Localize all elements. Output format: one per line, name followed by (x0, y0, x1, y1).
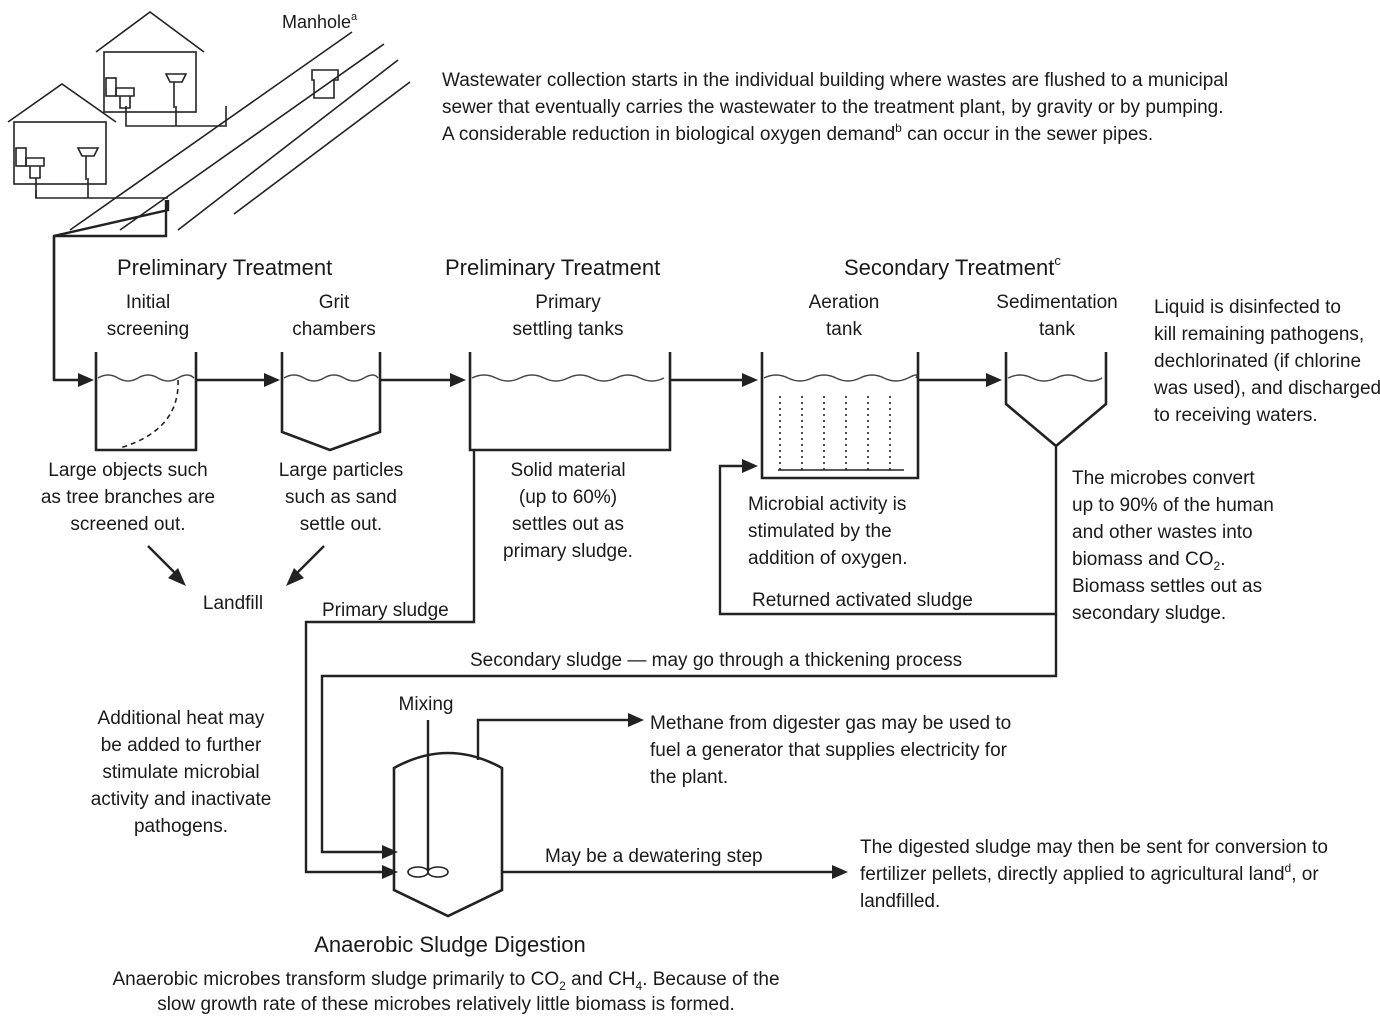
grit-chamber (280, 352, 382, 452)
svg-text:chambers: chambers (292, 319, 375, 340)
primary-sludge-line (304, 450, 476, 874)
svg-text:biomass and CO2.: biomass and CO2. (1072, 549, 1225, 573)
heat-note: Additional heat may be added to further … (91, 708, 272, 837)
svg-text:dechlorinated (if chlorine: dechlorinated (if chlorine (1154, 351, 1361, 372)
svg-text:primary sludge.: primary sludge. (503, 541, 633, 562)
methane-note: Methane from digester gas may be used to… (650, 713, 1011, 788)
svg-text:be added to further: be added to further (101, 735, 262, 756)
unit-label-primary: Primary settling tanks (513, 292, 624, 340)
svg-text:stimulate microbial: stimulate microbial (102, 762, 259, 783)
svg-text:Additional heat may: Additional heat may (98, 708, 265, 729)
screening-note: Large objects such as tree branches are … (41, 460, 215, 535)
svg-text:The digested sludge may then b: The digested sludge may then be sent for… (860, 837, 1328, 858)
sewer-main-line (52, 200, 170, 382)
svg-text:fertilizer pellets, directly a: fertilizer pellets, directly applied to … (860, 861, 1319, 885)
svg-text:(up to 60%): (up to 60%) (519, 487, 617, 508)
svg-text:tank: tank (826, 319, 862, 340)
svg-text:Grit: Grit (319, 292, 350, 313)
stage-heading-secondary: Secondary Treatmentc (844, 253, 1061, 280)
svg-text:Large objects such: Large objects such (48, 460, 208, 481)
svg-text:Primary: Primary (535, 292, 601, 313)
svg-text:to receiving waters.: to receiving waters. (1154, 405, 1318, 426)
mixing-label: Mixing (399, 694, 454, 715)
svg-text:stimulated by the: stimulated by the (748, 521, 892, 542)
svg-text:Sedimentation: Sedimentation (996, 292, 1117, 313)
stage-heading-preliminary-2: Preliminary Treatment (445, 255, 660, 280)
house-pipes (35, 106, 227, 199)
anaerobic-digester (392, 713, 848, 918)
intro-paragraph: Wastewater collection starts in the indi… (442, 70, 1228, 145)
svg-text:fuel a generator that supplies: fuel a generator that supplies electrici… (650, 740, 1008, 761)
svg-text:Biomass settles out as: Biomass settles out as (1072, 576, 1262, 597)
digestion-title: Anaerobic Sludge Digestion (314, 932, 586, 957)
svg-text:settle out.: settle out. (300, 514, 382, 535)
svg-text:settles out as: settles out as (512, 514, 624, 535)
unit-label-grit: Grit chambers (292, 292, 375, 340)
screening-tank (94, 352, 198, 452)
stage-heading-preliminary-1: Preliminary Treatment (117, 255, 332, 280)
house-upper (95, 11, 205, 113)
svg-text:Liquid is disinfected to: Liquid is disinfected to (1154, 297, 1341, 318)
primary-note: Solid material (up to 60%) settles out a… (503, 460, 633, 562)
landfill-label: Landfill (203, 593, 263, 614)
svg-text:A considerable reduction in bi: A considerable reduction in biological o… (442, 121, 1153, 145)
aeration-tank (760, 352, 920, 480)
svg-text:and other wastes into: and other wastes into (1072, 522, 1253, 543)
svg-text:pathogens.: pathogens. (134, 816, 228, 837)
svg-text:Aeration: Aeration (809, 292, 880, 313)
returned-sludge-line (718, 446, 1058, 616)
digestion-desc-line-1: Anaerobic microbes transform sludge prim… (112, 969, 779, 993)
secondary-sludge-line (320, 614, 1058, 854)
grit-note: Large particles such as sand settle out. (279, 460, 404, 535)
svg-text:as tree branches are: as tree branches are (41, 487, 215, 508)
svg-text:landfilled.: landfilled. (860, 891, 940, 912)
svg-text:secondary sludge.: secondary sludge. (1072, 603, 1226, 624)
svg-text:Microbial activity is: Microbial activity is (748, 494, 906, 515)
svg-text:the plant.: the plant. (650, 767, 728, 788)
svg-text:up to 90% of the human: up to 90% of the human (1072, 495, 1274, 516)
aeration-bubbles (779, 396, 891, 470)
dewatering-label: May be a dewatering step (545, 846, 763, 867)
svg-text:tank: tank (1039, 319, 1075, 340)
svg-text:sewer that eventually carries: sewer that eventually carries the wastew… (442, 97, 1224, 118)
microbes-note: The microbes convert up to 90% of the hu… (1072, 468, 1274, 624)
svg-text:activity and inactivate: activity and inactivate (91, 789, 272, 810)
aeration-note: Microbial activity is stimulated by the … (748, 494, 908, 569)
svg-text:settling tanks: settling tanks (513, 319, 624, 340)
digested-note: The digested sludge may then be sent for… (860, 837, 1328, 912)
svg-text:Initial: Initial (126, 292, 170, 313)
svg-text:was used), and discharged: was used), and discharged (1153, 378, 1380, 399)
returned-sludge-label: Returned activated sludge (752, 590, 973, 611)
svg-text:Large particles: Large particles (279, 460, 404, 481)
primary-settling-tank (468, 352, 672, 452)
sedimentation-tank (1004, 352, 1108, 448)
svg-text:such as sand: such as sand (285, 487, 397, 508)
unit-label-sedimentation: Sedimentation tank (996, 292, 1117, 340)
primary-sludge-label: Primary sludge (322, 600, 449, 621)
main-flow-arrows (78, 373, 1002, 387)
disinfect-note: Liquid is disinfected to kill remaining … (1153, 297, 1380, 426)
landfill-arrows (147, 545, 325, 586)
svg-text:Wastewater collection starts i: Wastewater collection starts in the indi… (442, 70, 1228, 91)
manhole-label: Manholea (282, 11, 358, 32)
manhole (311, 69, 339, 99)
svg-text:Methane from digester gas may: Methane from digester gas may be used to (650, 713, 1011, 734)
unit-label-aeration: Aeration tank (809, 292, 880, 340)
street-lines (69, 31, 411, 231)
svg-text:screening: screening (107, 319, 189, 340)
digestion-desc-line-2: slow growth rate of these microbes relat… (157, 994, 735, 1015)
svg-text:addition of oxygen.: addition of oxygen. (748, 548, 908, 569)
svg-text:The microbes convert: The microbes convert (1072, 468, 1255, 489)
svg-text:screened out.: screened out. (70, 514, 185, 535)
unit-label-screening: Initial screening (107, 292, 189, 340)
secondary-sludge-label: Secondary sludge — may go through a thic… (470, 650, 962, 671)
svg-text:Solid material: Solid material (510, 460, 625, 481)
svg-text:kill remaining pathogens,: kill remaining pathogens, (1154, 324, 1364, 345)
house-lower (7, 83, 117, 185)
